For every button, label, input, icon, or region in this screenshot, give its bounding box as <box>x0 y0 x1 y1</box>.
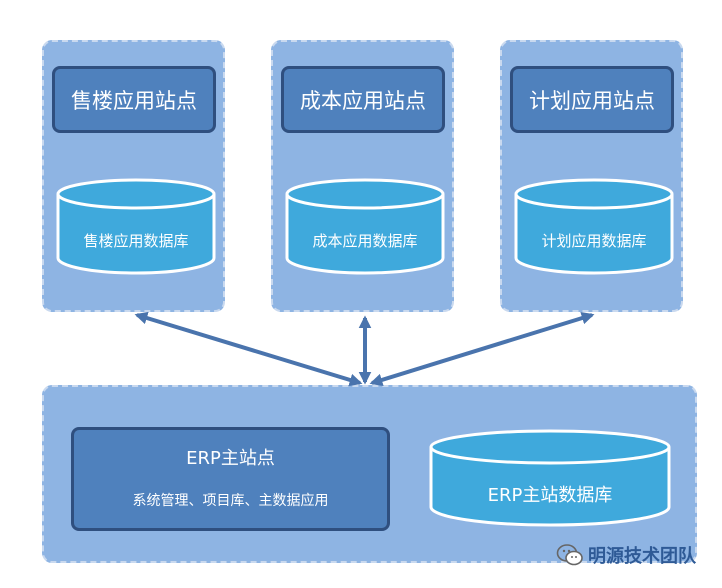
cost-database-label: 成本应用数据库 <box>312 232 418 250</box>
database-cylinder-icon <box>56 178 216 275</box>
erp-main-site-title: ERP主站点 <box>186 448 275 469</box>
sales-database: 售楼应用数据库 <box>56 178 216 276</box>
erp-main-site-box: ERP主站点 系统管理、项目库、主数据应用 <box>71 427 390 531</box>
cost-site-panel: 成本应用站点 成本应用数据库 <box>271 40 454 312</box>
plan-site-box: 计划应用站点 <box>510 66 674 133</box>
database-cylinder-icon <box>285 178 445 275</box>
cost-database: 成本应用数据库 <box>285 178 445 276</box>
wechat-icon <box>556 544 583 566</box>
erp-main-site-subtitle: 系统管理、项目库、主数据应用 <box>132 493 329 509</box>
watermark: 明源技术团队 <box>556 542 696 568</box>
erp-main-database: ERP主站数据库 <box>429 429 671 529</box>
erp-main-database-label: ERP主站数据库 <box>487 485 613 506</box>
sales-site-panel: 售楼应用站点 售楼应用数据库 <box>42 40 225 312</box>
arrow-plan-to-main <box>369 311 595 387</box>
cost-site-box: 成本应用站点 <box>281 66 445 133</box>
arrow-sales-to-main <box>134 311 363 387</box>
sales-database-label: 售楼应用数据库 <box>83 232 189 250</box>
sales-site-box: 售楼应用站点 <box>52 66 216 133</box>
plan-site-label: 计划应用站点 <box>529 88 655 113</box>
database-cylinder-icon <box>429 429 671 527</box>
watermark-text: 明源技术团队 <box>588 546 696 567</box>
plan-database-label: 计划应用数据库 <box>541 232 647 250</box>
database-cylinder-icon <box>514 178 674 275</box>
erp-main-panel: ERP主站点 系统管理、项目库、主数据应用 ERP主站数据库 <box>42 385 697 563</box>
plan-site-panel: 计划应用站点 计划应用数据库 <box>500 40 683 312</box>
cost-site-label: 成本应用站点 <box>300 88 426 113</box>
plan-database: 计划应用数据库 <box>514 178 674 276</box>
sales-site-label: 售楼应用站点 <box>71 88 197 113</box>
